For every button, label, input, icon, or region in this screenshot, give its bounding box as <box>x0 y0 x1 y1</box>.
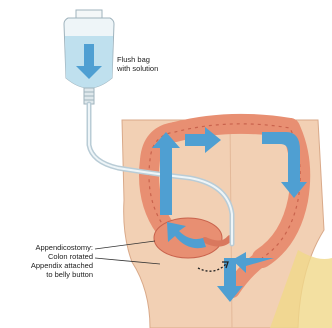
flush-bag-label-line-2: with solution <box>117 64 187 73</box>
appendicostomy-label-line-1: Appendicostomy: <box>10 243 93 252</box>
flush-bag <box>64 10 114 104</box>
appendicostomy-label-line-2: Colon rotated <box>10 252 93 261</box>
flush-bag-label: Flush bag with solution <box>117 55 187 73</box>
appendicostomy-label-line-4: to belly button <box>10 270 93 279</box>
appendicostomy-label: Appendicostomy: Colon rotated Appendix a… <box>10 243 93 279</box>
flush-bag-label-line-1: Flush bag <box>117 55 187 64</box>
appendicostomy-label-line-3: Appendix attached <box>10 261 93 270</box>
